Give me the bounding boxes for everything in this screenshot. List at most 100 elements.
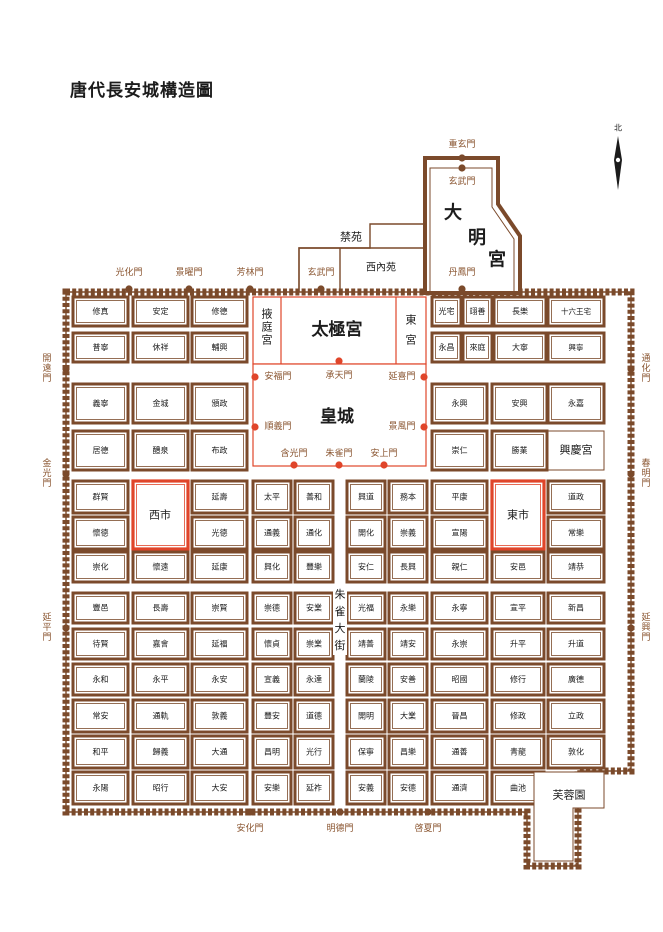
ward-inner [551, 520, 601, 546]
ward-inner [350, 484, 382, 510]
ward-label: 昭國 [452, 675, 468, 684]
ward-block [345, 515, 387, 551]
north-arrow-icon [615, 156, 622, 163]
gate-label-south: 明德門 [326, 822, 353, 834]
ward-label: 靖善 [358, 639, 374, 649]
ward-block [345, 770, 387, 806]
ward-block [131, 295, 190, 328]
ward-block [190, 515, 249, 551]
ward-inner [497, 336, 543, 359]
ward-block [430, 734, 489, 770]
ward-inner [350, 739, 382, 765]
ward-label: 光宅 [439, 306, 455, 316]
gate-marker [335, 461, 343, 469]
ward-label: 升道 [568, 639, 584, 649]
zhuque-street-label: 街 [335, 638, 346, 652]
ward-block [430, 627, 489, 661]
ward-inner [256, 667, 288, 692]
ward-label: 懷遠 [153, 562, 169, 572]
ward-label: 宣陽 [452, 528, 468, 538]
ward-label: 延康 [212, 562, 228, 572]
ward-label: 頒政 [212, 398, 228, 408]
gate-label-daming-xuanwu: 玄武門 [448, 175, 475, 187]
ward-block [131, 770, 190, 806]
ward-inner [392, 739, 424, 765]
gate-label-east: 化 [641, 362, 650, 374]
ward-inner [495, 739, 541, 765]
ward-label: 延壽 [212, 492, 228, 502]
ward-label: 長興 [400, 562, 416, 572]
taiji-palace-label: 太極宮 [312, 319, 363, 340]
ward-label: 豐邑 [93, 603, 109, 613]
gate-marker [335, 357, 343, 365]
ward-label: 常樂 [568, 528, 584, 538]
ward-label: 廣德 [568, 674, 584, 684]
ward-block [387, 698, 429, 734]
ward-inner [435, 520, 484, 546]
ward-block [131, 698, 190, 734]
ward-block [71, 627, 130, 661]
east-palace-label: 東 [406, 314, 417, 327]
ward-block [71, 515, 130, 551]
gate-label-west: 金 [42, 457, 51, 469]
ward-block [251, 698, 293, 734]
ward-label: 崇化 [93, 562, 109, 572]
ward-label: 普寧 [93, 342, 109, 352]
ward-block [430, 331, 463, 364]
ward-block [387, 770, 429, 806]
north-label: 北 [614, 124, 622, 133]
west-market-label: 西市 [149, 508, 171, 522]
ward-block [546, 479, 606, 515]
ward-inner [256, 484, 288, 510]
ward-label: 安興 [512, 398, 528, 408]
ward-label: 修德 [212, 306, 228, 316]
ward-block [430, 550, 489, 584]
ward-label: 興道 [358, 492, 374, 502]
ward-label: 保寧 [358, 747, 374, 757]
ward-label: 太平 [264, 492, 280, 502]
ward-label: 豐樂 [306, 562, 322, 572]
ward-label: 敦化 [568, 747, 584, 757]
gate-label-west: 開 [42, 353, 51, 364]
ward-inner [195, 632, 244, 656]
ward-inner [551, 484, 601, 510]
ward-inner [136, 596, 185, 620]
ward-block [387, 479, 429, 515]
gate-marker [125, 285, 133, 293]
ward-inner [136, 336, 185, 359]
ward-inner [435, 596, 484, 620]
ward-block [251, 627, 293, 661]
gate-label-east: 門 [641, 478, 650, 489]
ward-inner [350, 632, 382, 656]
gate-label-jingfeng: 景風門 [388, 421, 415, 432]
ward-label: 善和 [306, 492, 322, 502]
ward-inner [435, 775, 484, 801]
gate-marker [246, 808, 254, 816]
ward-inner [256, 775, 288, 801]
ward-label: 安善 [400, 674, 416, 684]
ward-label: 務本 [400, 492, 416, 502]
ward-block [131, 734, 190, 770]
ward-inner [392, 703, 424, 729]
ward-inner [76, 739, 125, 765]
ward-label: 親仁 [452, 562, 468, 572]
jinyuan-outline [298, 223, 425, 292]
ward-block [387, 550, 429, 584]
ward-block [190, 627, 249, 661]
ward-label: 修真 [93, 306, 109, 316]
gate-marker [458, 154, 466, 162]
ward-block [190, 734, 249, 770]
ward-inner [495, 667, 541, 692]
ward-block [190, 479, 249, 515]
ward-label: 通化 [306, 528, 322, 538]
ward-inner [76, 336, 125, 359]
gate-marker [380, 461, 388, 469]
ward-block [345, 479, 387, 515]
outer-city-wall-line [65, 291, 632, 867]
gate-label-zhongxuan: 重玄門 [448, 138, 475, 150]
ward-label: 永嘉 [568, 398, 584, 408]
ward-label: 豐安 [264, 711, 280, 721]
ward-inner [76, 667, 125, 692]
ward-block [190, 770, 249, 806]
